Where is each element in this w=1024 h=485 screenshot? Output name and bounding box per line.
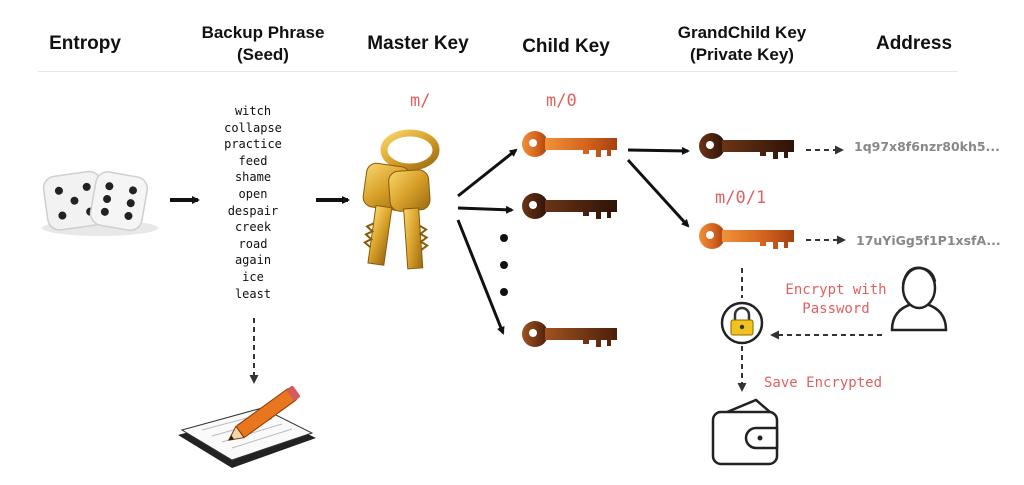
grandchild-key-2-icon (699, 223, 794, 249)
arrow-master-to-child-n (456, 219, 505, 335)
child-key-n-icon (522, 321, 617, 347)
path-master: m/ (410, 91, 431, 111)
arrow-master-to-child-1 (457, 148, 518, 198)
header-master-key: Master Key (367, 33, 469, 54)
header-backup-phrase: Backup Phrase (Seed) (178, 22, 348, 66)
child-key-2-icon (522, 193, 617, 219)
seed-word: practice (224, 137, 282, 152)
paper-pencil-icon (178, 385, 316, 468)
path-child: m/0 (546, 91, 577, 111)
header-divider (38, 71, 958, 72)
header-grandchild-line1: GrandChild Key (677, 23, 807, 42)
wallet-icon (711, 398, 779, 466)
encrypt-line1: Encrypt with (785, 282, 887, 298)
encrypt-with-password-label: Encrypt with Password (768, 281, 904, 319)
arrow-master-to-child-2 (457, 205, 514, 214)
encrypt-line2: Password (802, 301, 870, 317)
header-backup-phrase-line2: (Seed) (237, 45, 289, 64)
seed-word: least (234, 286, 272, 301)
seed-word: feed (238, 153, 268, 168)
header-grandchild-key: GrandChild Key (Private Key) (650, 22, 834, 66)
seed-word: ice (242, 269, 264, 284)
user-icon (890, 266, 948, 332)
seed-word-list: witch collapse practice feed shame open … (205, 103, 301, 302)
seed-word: road (238, 236, 268, 251)
header-address: Address (875, 33, 953, 54)
header-entropy: Entropy (49, 33, 121, 54)
header-backup-phrase-line1: Backup Phrase (201, 23, 325, 42)
ellipsis-dots (500, 234, 508, 296)
seed-word: again (234, 253, 272, 268)
save-encrypted-label: Save Encrypted (764, 375, 883, 391)
seed-word: witch (234, 104, 272, 118)
arrow-child-to-grandchild-2 (626, 158, 690, 228)
keys-icon (362, 129, 440, 270)
path-grandchild: m/0/1 (715, 188, 767, 208)
address-second: 17uYiGg5f1P1xsfA... (856, 233, 1001, 248)
seed-word: despair (227, 203, 279, 218)
seed-word: shame (234, 170, 272, 185)
arrow-child-to-grandchild-1 (627, 146, 690, 155)
seed-word: collapse (224, 120, 282, 135)
header-child-key: Child Key (522, 36, 610, 57)
seed-word: creek (234, 220, 272, 235)
header-grandchild-line2: (Private Key) (690, 45, 794, 64)
dice-icon (42, 170, 158, 236)
grandchild-key-1-icon (699, 133, 794, 159)
address-first: 1q97x8f6nzr80kh5... (854, 139, 1000, 154)
padlock-icon (720, 301, 764, 345)
child-key-1-icon (522, 131, 617, 157)
seed-word: open (238, 186, 268, 201)
